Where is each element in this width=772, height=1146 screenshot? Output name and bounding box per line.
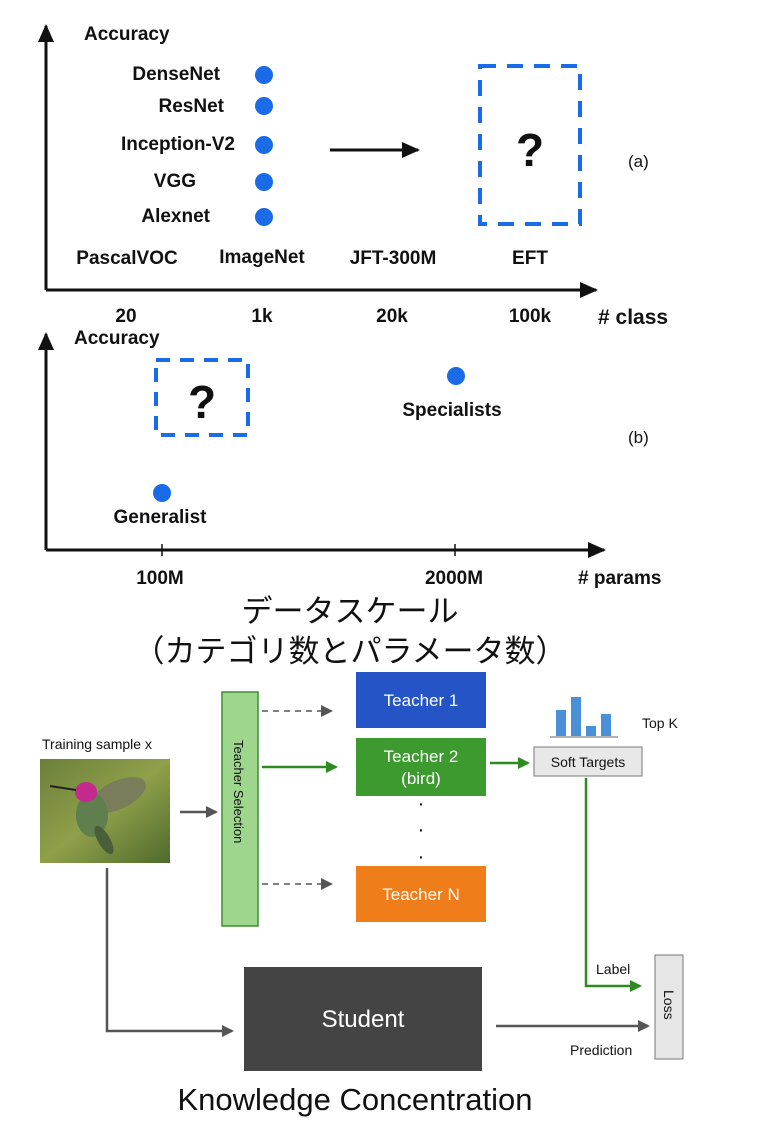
teacher-2-sublabel: (bird) xyxy=(401,769,441,788)
model-label-densenet: DenseNet xyxy=(132,64,220,85)
tick-label-2000m: 2000M xyxy=(425,568,483,589)
soft-targets-box xyxy=(533,746,643,777)
model-label-alexnet: Alexnet xyxy=(141,206,210,227)
model-dot-vgg xyxy=(255,173,273,191)
model-dot-densenet xyxy=(255,66,273,84)
specialists-label: Specialists xyxy=(402,400,501,421)
panel-b-y-label: Accuracy xyxy=(74,328,160,349)
teacher-n-label: Teacher N xyxy=(382,885,459,904)
loss-label: Loss xyxy=(661,990,677,1020)
prediction-label: Prediction xyxy=(570,1042,632,1058)
top-k-label: Top K xyxy=(642,715,678,731)
sample-to-student-arrow xyxy=(105,868,234,1037)
dataset-label-eft: EFT xyxy=(512,248,548,269)
ellipsis-dot-2: · xyxy=(418,819,425,841)
teacher-2-box xyxy=(356,738,486,796)
student-label: Student xyxy=(322,1006,405,1033)
teacher-selection-label: Teacher Selection xyxy=(231,740,246,843)
dataset-label-pascalvoc: PascalVOC xyxy=(76,248,178,269)
teacher-2-label: Teacher 2 xyxy=(384,747,459,766)
dataset-label-imagenet: ImageNet xyxy=(219,247,305,268)
panel-b-question-mark: ? xyxy=(188,376,216,428)
panel-b-tag: (b) xyxy=(628,428,649,447)
pipeline: Training sample x Teacher Selection Teac… xyxy=(40,672,684,1071)
teacher-1-label: Teacher 1 xyxy=(384,691,459,710)
student-box xyxy=(244,967,482,1071)
ellipsis-dot-3: · xyxy=(418,846,425,868)
model-label-inception: Inception-V2 xyxy=(121,134,235,155)
tick-label-20k: 20k xyxy=(376,306,408,327)
model-dot-inception xyxy=(255,136,273,154)
dataset-label-jft300m: JFT-300M xyxy=(350,248,437,269)
teacher-1-box xyxy=(356,672,486,728)
panel-a-x-label: # class xyxy=(598,306,668,329)
model-label-resnet: ResNet xyxy=(159,96,225,117)
panel-a-y-label: Accuracy xyxy=(84,24,170,45)
top-k-histogram-icon xyxy=(550,697,618,738)
label-text: Label xyxy=(596,961,630,977)
loss-box xyxy=(654,954,684,1060)
ellipsis-dot-1: · xyxy=(418,793,425,815)
panel-a: Accuracy DenseNet ResNet Inception-V2 VG… xyxy=(38,24,668,329)
teacher-selection-box xyxy=(221,691,259,927)
specialists-dot xyxy=(447,367,465,385)
tick-label-100m: 100M xyxy=(136,568,184,589)
label-arrow xyxy=(584,778,642,992)
soft-targets-label: Soft Targets xyxy=(551,754,625,770)
model-label-vgg: VGG xyxy=(154,171,196,192)
model-dot-resnet xyxy=(255,97,273,115)
training-sample-label: Training sample x xyxy=(42,736,152,752)
tick-label-1k: 1k xyxy=(251,306,273,327)
tick-label-20: 20 xyxy=(115,306,136,327)
tick-label-100k: 100k xyxy=(509,306,552,327)
bird-image xyxy=(40,759,170,863)
panel-a-question-mark: ? xyxy=(516,124,544,176)
panel-b: Accuracy ? Specialists Generalist (b) 10… xyxy=(38,328,661,589)
panel-a-tag: (a) xyxy=(628,152,649,171)
generalist-label: Generalist xyxy=(114,507,208,528)
caption-en: Knowledge Concentration xyxy=(177,1082,532,1117)
panel-a-unknown-box xyxy=(478,64,582,226)
model-dot-alexnet xyxy=(255,208,273,226)
caption-ja-line2: （カテゴリ数とパラメータ数） xyxy=(133,634,566,670)
generalist-dot xyxy=(153,484,171,502)
teacher-n-box xyxy=(356,866,486,922)
panel-b-x-label: # params xyxy=(578,568,661,589)
panel-b-unknown-box xyxy=(154,358,250,437)
caption-ja-line1: データスケール xyxy=(242,594,459,630)
